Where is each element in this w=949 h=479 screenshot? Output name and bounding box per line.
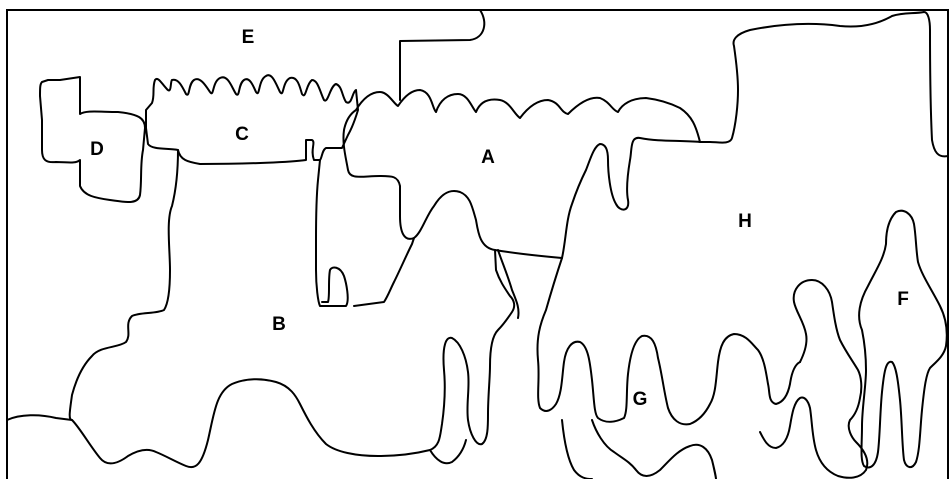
diagram-frame	[6, 9, 949, 479]
label-a: A	[481, 147, 495, 168]
region-g-left	[561, 419, 593, 479]
label-b: B	[272, 314, 286, 335]
region-a-outline	[342, 89, 701, 259]
label-e: E	[242, 27, 255, 48]
region-d-outline	[39, 76, 146, 203]
region-b-outline	[68, 149, 516, 469]
region-tower-outline	[315, 159, 415, 307]
label-d: D	[90, 139, 104, 160]
region-c-outline	[145, 74, 359, 165]
label-f: F	[897, 289, 909, 310]
region-h-outline	[699, 11, 949, 158]
label-h: H	[738, 211, 752, 232]
label-g: G	[633, 389, 648, 410]
region-f-person	[759, 279, 869, 479]
region-g-outline	[591, 419, 717, 479]
region-f-figure	[858, 209, 948, 469]
region-bottom-middle	[429, 439, 467, 465]
region-bottom-left	[6, 414, 73, 421]
boundary-e-top	[399, 9, 486, 101]
label-c: C	[235, 124, 249, 145]
region-h-lower	[536, 257, 801, 426]
region-b-connector	[497, 249, 520, 319]
